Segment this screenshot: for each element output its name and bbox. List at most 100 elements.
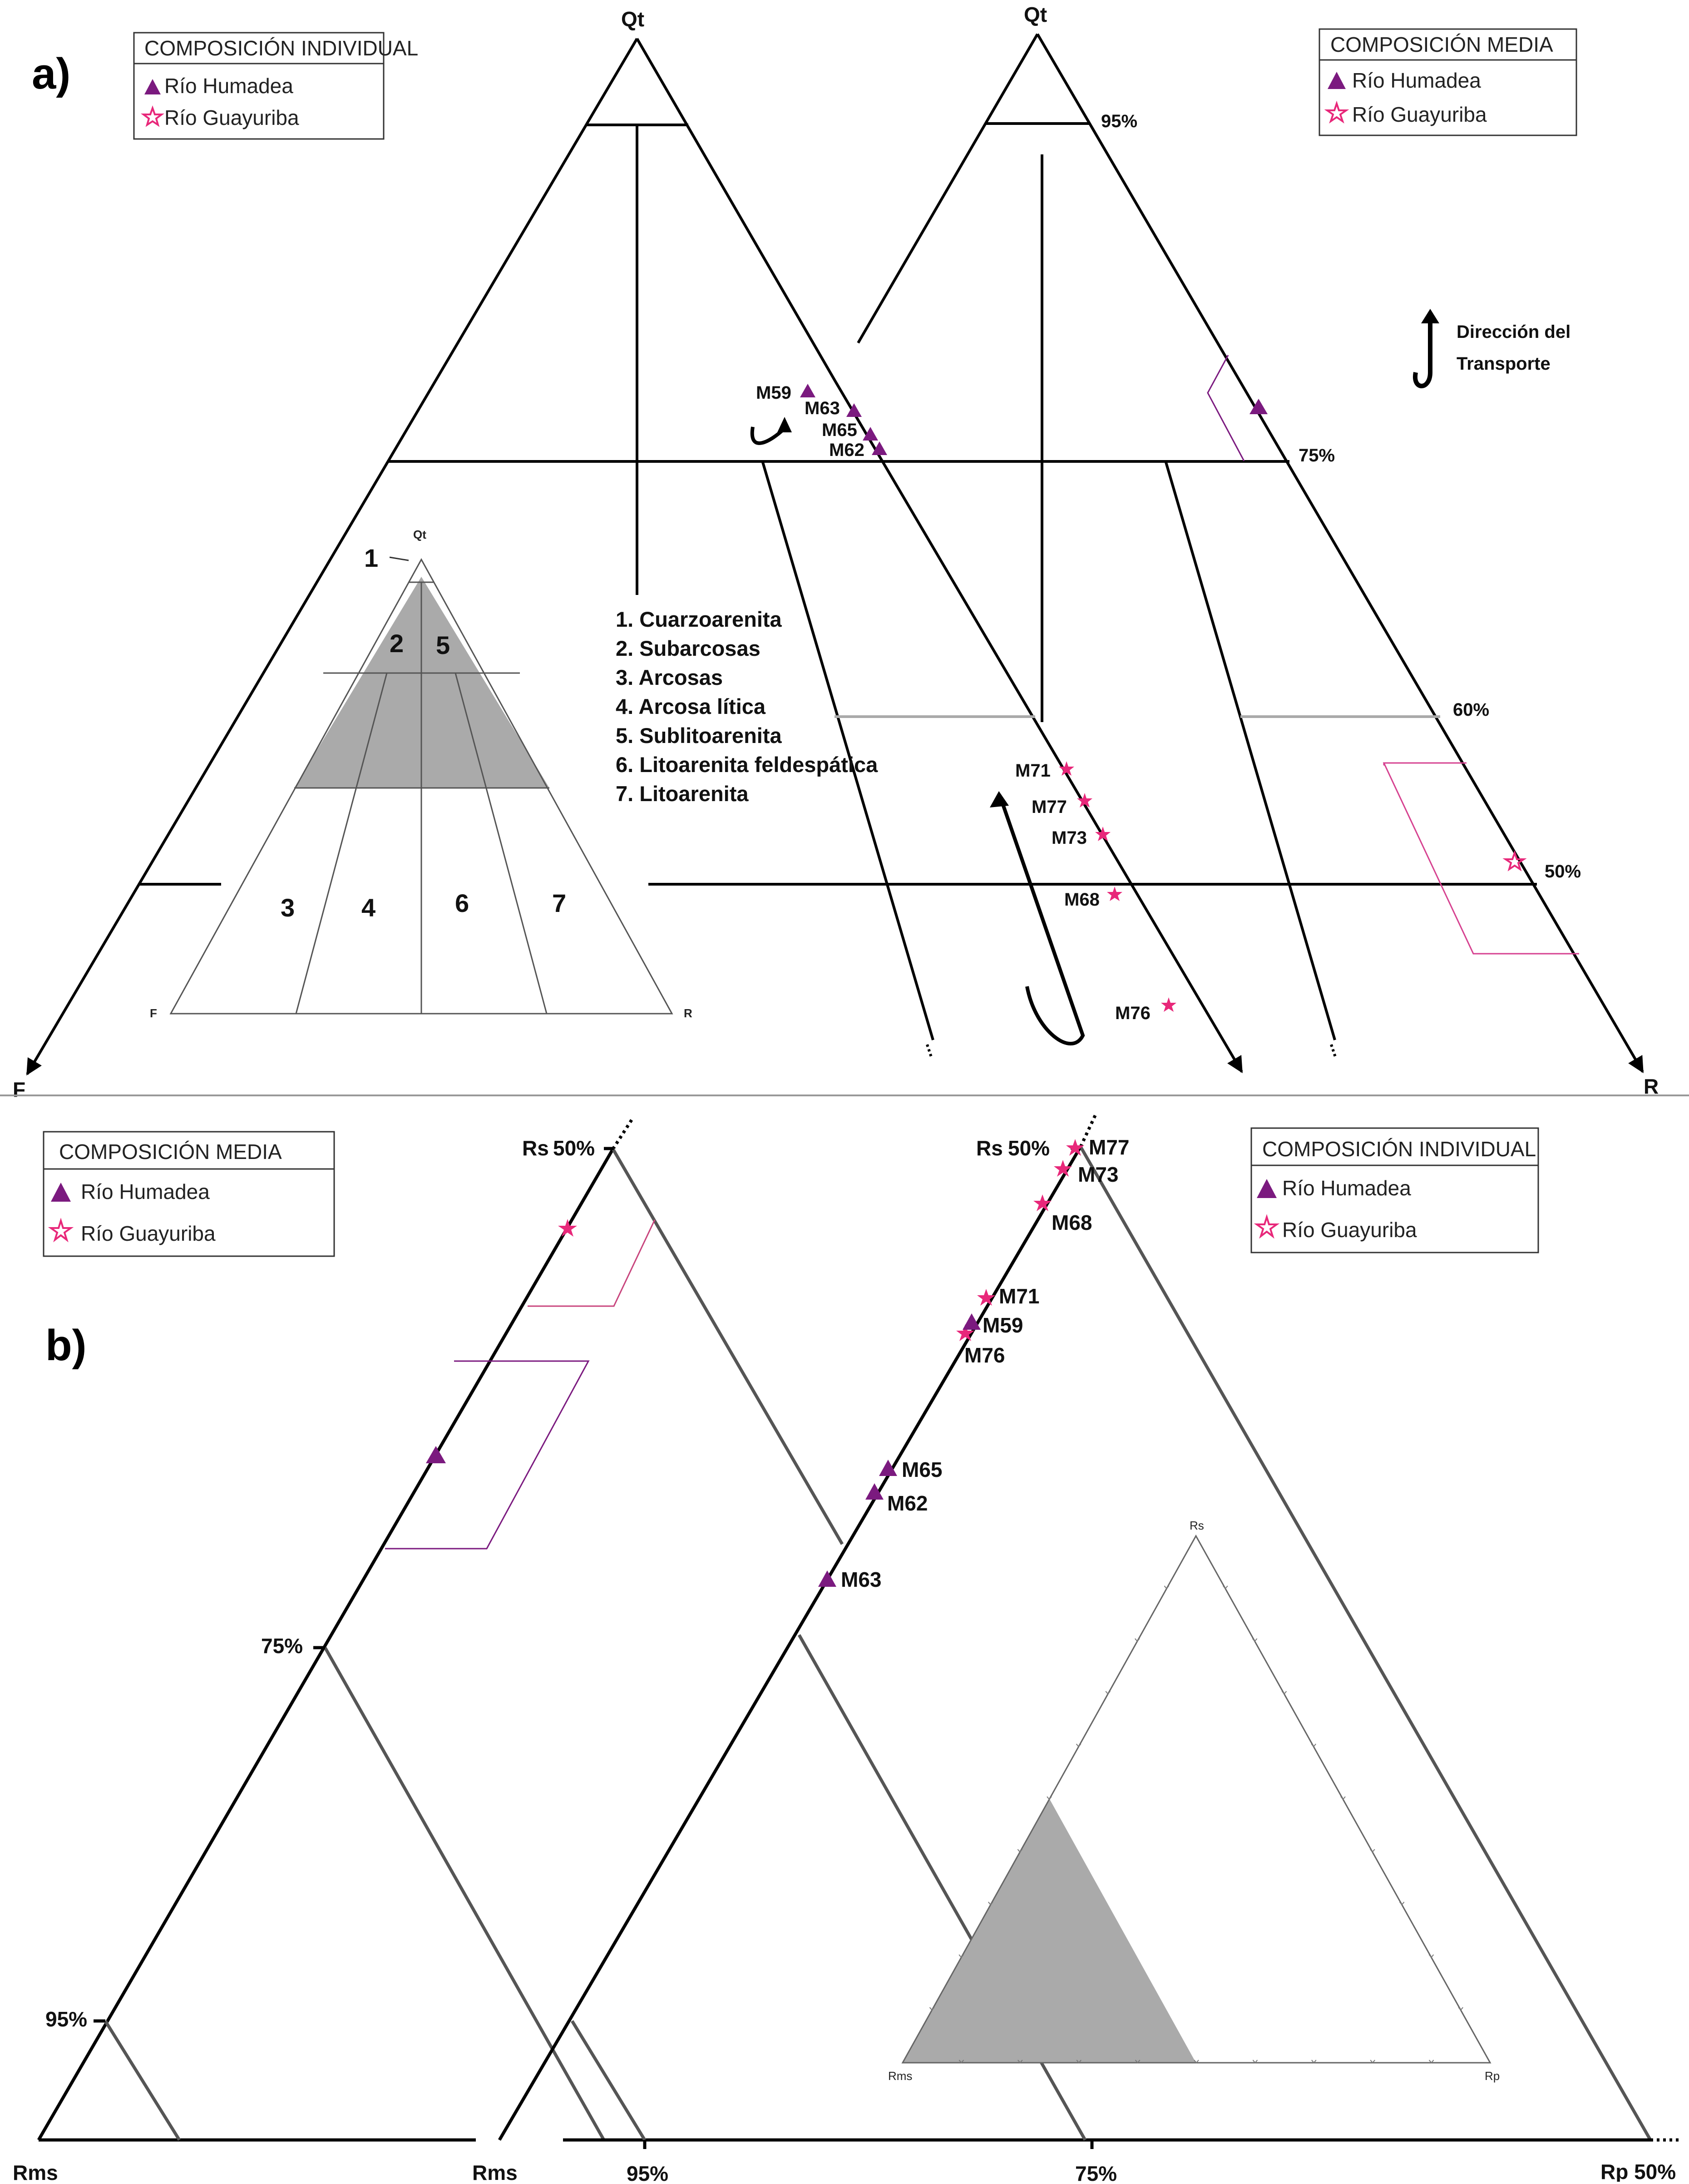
inset-field-1: 1 [364,544,378,572]
qfr-triangle-left [26,38,1537,1076]
axis-middle-side [834,381,1243,1074]
transport-hook-guayuriba [999,798,1085,1045]
inset-tick-mark [958,2060,964,2064]
guayuriba-mean-field [1383,762,1579,955]
inset-tick-mark [1399,1902,1405,1906]
inset-field-2: 2 [390,629,404,658]
inset-tick-mark [988,1902,993,1906]
legend-item-guayuriba: Río Guayuriba [1352,103,1487,126]
class-item-7: 7. Litoarenita [616,782,749,806]
apex-qt-left: Qt [621,7,644,31]
sample-label-M65: M65 [822,420,857,440]
panel-b-legend-left: COMPOSICIÓN MEDIA Río Humadea Río Guayur… [43,1131,335,1257]
guayuriba-mean-marker [558,1219,577,1237]
axis-right-side [611,1148,844,1545]
inset-field-3: 3 [281,893,295,922]
inset-tick-mark [1311,1743,1316,1748]
humadea-mean-marker [426,1446,446,1463]
class-item-1: 1. Cuarzoarenita [616,607,782,631]
legend-item-guayuriba: Río Guayuriba [1282,1218,1417,1242]
inset-apex-rs: Rs [1190,1519,1204,1532]
sample-label-M71: M71 [999,1284,1039,1308]
inset-field-7: 7 [552,889,566,917]
sample-label-M63: M63 [841,1568,881,1591]
corner-r-label: R [1644,1075,1659,1098]
pct-75-label-left: 75% [261,1634,303,1658]
inset-corner-r: R [684,1006,692,1020]
humadea-triangle-icon [1328,72,1346,89]
legend-title: COMPOSICIÓN MEDIA [59,1140,282,1164]
axis-left-side [26,38,638,1076]
inset-field-4: 4 [361,893,375,922]
panel-b-legend-right: COMPOSICIÓN INDIVIDUAL Río Humadea Río G… [1250,1127,1539,1253]
inset-tick-mark [1428,2060,1434,2064]
inset-tick-mark [1047,1796,1052,1800]
guayuriba-star-icon [48,1218,74,1243]
inset-tick-mark [1017,1849,1023,1853]
rms-label-left: Rms [13,2161,58,2182]
class-item-3: 3. Arcosas [616,665,723,689]
field-divider-1 [761,462,934,1040]
inset-tick-mark [1252,1638,1258,1642]
axis-right-side [1079,1146,1652,2141]
humadea-triangle-icon [51,1183,71,1202]
inset-tick-mark [1370,1849,1375,1853]
legend-frame [43,1131,335,1257]
classification-list: 1. Cuarzoarenita 2. Subarcosas 3. Arcosa… [616,607,878,806]
humadea-mean-field [385,1360,590,1550]
sample-marker-M77 [1066,1139,1084,1156]
inset-corner-f: F [150,1006,157,1020]
sample-label-M71: M71 [1015,761,1051,781]
pct-95-label-right: 95% [627,2162,668,2182]
inset-tick-mark [1311,2060,1317,2064]
inset-rs-triangle: Rs Rms Rp [888,1519,1500,2083]
inset-tick-mark [1076,2060,1082,2064]
transport-hook-icon [1412,318,1432,388]
sample-marker-M73 [1095,827,1111,841]
legend-item-guayuriba: Río Guayuriba [81,1222,216,1245]
sample-marker-M76 [956,1324,974,1341]
inset-divider-2 [454,673,548,1014]
inset-divider-1 [295,673,388,1014]
axis-left-side [857,33,1039,344]
sample-label-M68: M68 [1064,890,1100,910]
inset-apex-qt: Qt [413,528,426,541]
inset-field1-pointer [389,556,409,561]
sample-marker-M63 [846,403,862,417]
transport-arrowhead-icon [1421,309,1439,323]
rs-label-left: Rs [522,1136,549,1160]
legend-frame [133,32,385,140]
legend-title: COMPOSICIÓN MEDIA [1330,33,1553,56]
inset-tick-mark [1252,2060,1258,2064]
sample-marker-M68 [1107,886,1122,901]
dotted-continuation [926,1044,933,1059]
transport-direction-legend: Dirección del Transporte [1412,309,1570,388]
sample-marker-M59 [963,1313,981,1330]
legend-item-guayuriba: Río Guayuriba [164,106,299,129]
pct-50-label: 50% [1545,862,1581,882]
rp50-label: Rp 50% [1600,2160,1676,2182]
inset-tick-mark [1135,1638,1140,1642]
inset-tick-mark [929,2007,935,2011]
rs50-label-right: 50% [1008,1136,1050,1160]
pct-75-label: 75% [1299,446,1335,466]
guayuriba-star-icon [141,105,164,127]
dotted-continuation [1330,1044,1337,1059]
inset-tick-mark [1076,1743,1082,1748]
legend-frame [1250,1127,1539,1253]
inset-tick-mark [1340,1796,1346,1800]
guayuriba-mean-field [528,1219,656,1307]
humadea-mean-field [1207,355,1245,461]
inset-corner-rp: Rp [1485,2069,1500,2083]
pct-95-label: 95% [1101,111,1137,131]
sample-marker-M76 [1161,997,1176,1012]
sample-marker-M68 [1033,1194,1052,1211]
sample-label-M59: M59 [983,1313,1023,1337]
field-divider-2 [1165,462,1336,1040]
legend-item-humadea: Río Humadea [81,1180,210,1203]
sample-marker-M71 [1059,761,1074,776]
transport-hook-humadea [750,426,785,445]
rs-label-right: Rs [976,1136,1003,1160]
sample-marker-M59 [800,384,815,397]
